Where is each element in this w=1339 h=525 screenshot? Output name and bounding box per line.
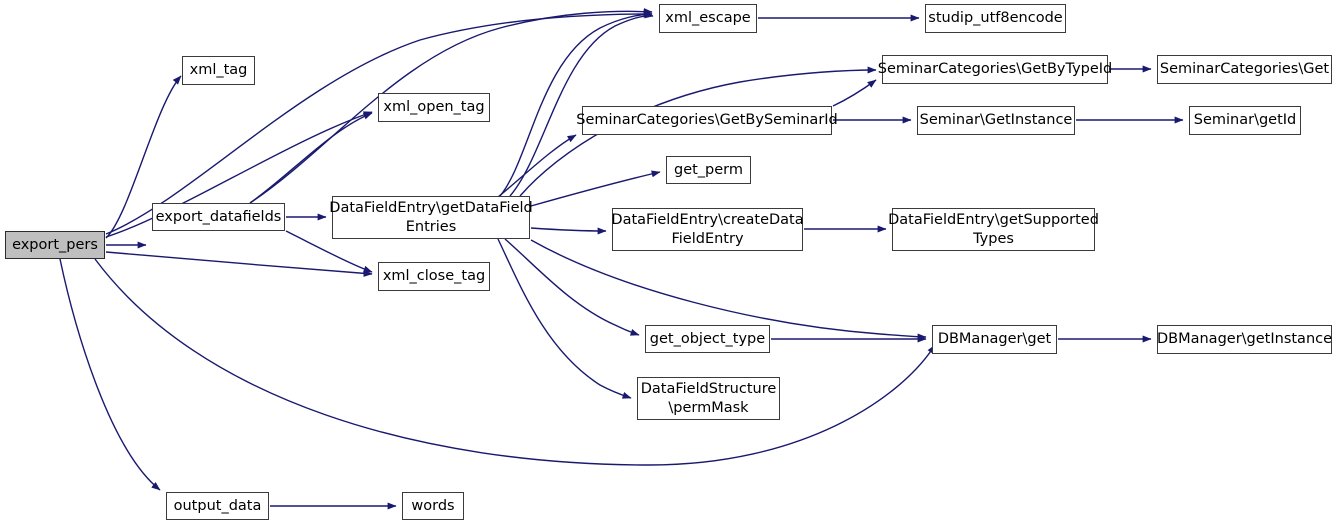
graph-node-label: output_data bbox=[173, 497, 262, 514]
edge-getDataFieldEntries-to-xml_escape bbox=[499, 10, 653, 197]
graph-node-getSupportedTypes[interactable]: DataFieldEntry\getSupported Types bbox=[888, 208, 1099, 251]
graph-node-label: SeminarCategories\Get bbox=[1159, 61, 1330, 78]
graph-node-label: xml_escape bbox=[665, 10, 751, 27]
edge-export_pers-to-output_data bbox=[59, 258, 161, 491]
graph-node-label: DBManager\getInstance bbox=[1156, 331, 1333, 348]
graph-node-label: get_perm bbox=[673, 161, 744, 178]
graph-node-SeminargetId[interactable]: Seminar\getId bbox=[1189, 106, 1301, 135]
graph-node-xml_close_tag[interactable]: xml_close_tag bbox=[378, 262, 490, 291]
graph-node-words[interactable]: words bbox=[402, 492, 464, 520]
graph-node-get_perm[interactable]: get_perm bbox=[666, 156, 751, 184]
graph-node-xml_escape[interactable]: xml_escape bbox=[659, 4, 757, 33]
edge-getDataFieldEntries-to-createDataFieldEntry bbox=[530, 227, 607, 235]
graph-node-label: DataFieldEntry\getSupported Types bbox=[888, 212, 1099, 247]
edge-export_pers-to-xml_close_tag bbox=[105, 251, 373, 277]
graph-node-DBManagerGet[interactable]: DBManager\get bbox=[932, 325, 1057, 354]
graph-node-label: DataFieldEntry\createData FieldEntry bbox=[611, 212, 804, 247]
graph-node-DBManagergetInstance[interactable]: DBManager\getInstance bbox=[1157, 325, 1332, 354]
graph-node-xml_open_tag[interactable]: xml_open_tag bbox=[378, 93, 490, 122]
graph-node-label: SeminarCategories\GetByTypeId bbox=[877, 61, 1113, 78]
graph-node-label: xml_open_tag bbox=[383, 99, 485, 116]
graph-node-label: DBManager\get bbox=[937, 331, 1052, 348]
graph-node-SeminarCategoriesGet[interactable]: SeminarCategories\Get bbox=[1157, 55, 1332, 84]
edge-getDataFieldEntries-to-GetBySeminarId bbox=[497, 134, 577, 198]
graph-node-GetByTypeId[interactable]: SeminarCategories\GetByTypeId bbox=[878, 55, 1112, 84]
graph-node-get_object_type[interactable]: get_object_type bbox=[645, 325, 770, 353]
graph-node-label: get_object_type bbox=[649, 330, 766, 347]
graph-node-studip_utf8encode[interactable]: studip_utf8encode bbox=[925, 4, 1066, 33]
graph-node-label: export_pers bbox=[12, 236, 98, 253]
graph-node-xml_tag[interactable]: xml_tag bbox=[182, 56, 255, 85]
graph-node-label: DataFieldEntry\getDataField Entries bbox=[329, 200, 533, 235]
graph-node-label: xml_close_tag bbox=[382, 268, 486, 285]
edge-getDataFieldEntries-to-permMask bbox=[497, 238, 632, 399]
graph-node-label: Seminar\getId bbox=[1193, 112, 1297, 129]
edge-GetBySeminarId-to-GetByTypeId bbox=[832, 79, 877, 107]
graph-node-label: Seminar\GetInstance bbox=[919, 112, 1073, 129]
graph-node-permMask[interactable]: DataFieldStructure \permMask bbox=[637, 377, 780, 420]
edge-getDataFieldEntries-to-get_perm bbox=[530, 170, 661, 207]
edges-group bbox=[59, 8, 1184, 510]
graph-node-createDataFieldEntry[interactable]: DataFieldEntry\createData FieldEntry bbox=[611, 208, 804, 251]
graph-node-GetBySeminarId[interactable]: SeminarCategories\GetBySeminarId bbox=[576, 106, 838, 135]
graph-node-output_data[interactable]: output_data bbox=[166, 492, 269, 520]
graph-node-export_datafields[interactable]: export_datafields bbox=[152, 203, 285, 231]
graph-node-label: SeminarCategories\GetBySeminarId bbox=[576, 112, 838, 129]
edge-export_datafields-to-xml_open_tag bbox=[249, 112, 373, 204]
graph-node-label: export_datafields bbox=[155, 208, 282, 225]
graph-node-label: DataFieldStructure \permMask bbox=[640, 381, 777, 416]
graph-node-label: words bbox=[411, 497, 455, 514]
edge-getDataFieldEntries-to-DBManagerGet bbox=[530, 239, 927, 341]
graph-node-label: studip_utf8encode bbox=[928, 10, 1063, 27]
edge-export_pers-to-DBManagerGet bbox=[94, 258, 936, 466]
edge-getDataFieldEntries-to-get_object_type bbox=[504, 238, 640, 336]
graph-node-export_pers[interactable]: export_pers bbox=[5, 231, 105, 259]
graph-node-SeminarGetInstance[interactable]: Seminar\GetInstance bbox=[917, 106, 1075, 135]
graph-node-getDataFieldEntries[interactable]: DataFieldEntry\getDataField Entries bbox=[329, 196, 533, 239]
graph-node-label: xml_tag bbox=[189, 62, 248, 79]
